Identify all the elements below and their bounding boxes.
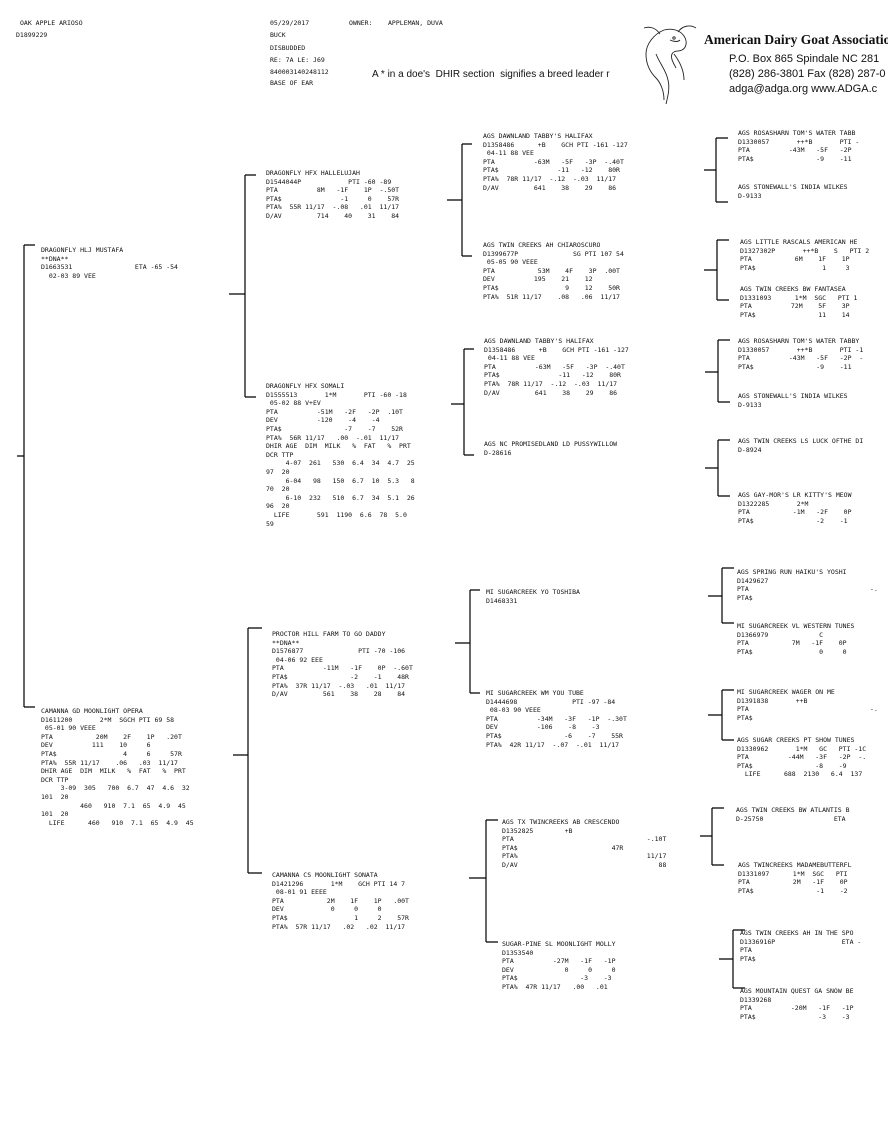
pedigree-entry-sdd: AGS NC PROMISEDLAND LD PUSSYWILLOW D-286… (484, 440, 618, 457)
pedigree-entry-dss: MI SUGARCREEK YO TOSHIBA D1468331 (486, 588, 580, 605)
pedigree-entry-g4: AGS TWINCREEKS MADAMEBUTTERFL D1331097 1… (738, 861, 852, 895)
pedigree-entry-sire-dam: DRAGONFLY HFX SOMALI D1555513 1*M PTI -6… (266, 382, 415, 528)
pedigree-entry-g4: MI SUGARCREEK VL WESTERN TUNES D1366979 … (737, 622, 855, 656)
pedigree-entry-g4: AGS ROSASHARN TOM'S WATER TABBY D1330057… (738, 337, 864, 371)
owner-name: APPLEMAN, DUVA (388, 19, 443, 27)
owner-label: OWNER: (349, 19, 373, 27)
pedigree-entry-dam-dam: CAMANNA CS MOONLIGHT SONATA D1421296 1*M… (272, 871, 409, 931)
pedigree-entry-ddd: SUGAR-PINE SL MOONLIGHT MOLLY D1353540 P… (502, 940, 616, 991)
pedigree-entry-g4: AGS ROSASHARN TOM'S WATER TABB D1330057 … (738, 129, 860, 163)
pedigree-entry-sire: DRAGONFLY HLJ MUSTAFA **DNA** D1663531 E… (41, 246, 178, 280)
pedigree-entry-ssd: AGS TWIN CREEKS AH CHIAROSCURO D1399677P… (483, 241, 624, 301)
pedigree-entry-sire-sire: DRAGONFLY HFX HALLELUJAH D1544044P PTI -… (266, 169, 400, 220)
pedigree-entry-g4: AGS TWIN CREEKS LS LUCK OFTHE DI D-8924 (738, 437, 864, 454)
tattoo-label: RE: 7A LE: J69 (270, 56, 325, 64)
goat-heads-logo-icon (643, 25, 697, 105)
disbudded-label: DISBUDDED (270, 44, 306, 52)
association-address: P.O. Box 865 Spindale NC 281 (729, 53, 880, 65)
association-phone: (828) 286-3801 Fax (828) 287-0 (729, 68, 886, 80)
sex-label: BUCK (270, 31, 286, 39)
association-name: American Dairy Goat Association (704, 32, 888, 47)
pedigree-entry-g4: AGS STONEWALL'S INDIA WILKES D-9133 (738, 183, 848, 200)
animal-name: OAK APPLE ARIOSO (20, 19, 83, 27)
pedigree-entry-g4: MI SUGARCREEK WAGER ON ME D1391838 ++B P… (737, 688, 878, 722)
microchip-number: 840003140248112 (270, 68, 329, 76)
pedigree-entry-dds: AGS TX TWINCREEKS AB CRESCENDO D1352825 … (502, 818, 667, 869)
pedigree-entry-g4: AGS LITTLE RASCALS AMERICAN HE D1327302P… (740, 238, 870, 272)
pedigree-entry-dam-sire: PROCTOR HILL FARM TO GO DADDY **DNA** D1… (272, 630, 413, 699)
pedigree-entry-g4: AGS TWIN CREEKS BW FANTASEA D1331093 1*M… (740, 285, 858, 319)
pedigree-entry-g4: AGS SUGAR CREEKS PT SHOW TUNES D1330962 … (737, 736, 867, 779)
chip-location: BASE OF EAR (270, 79, 314, 87)
association-block: American Dairy Goat Association P.O. Box… (634, 24, 888, 108)
pedigree-entry-sds: AGS DAWNLAND TABBY'S HALIFAX D1358486 +B… (484, 337, 629, 397)
pedigree-entry-g4: AGS STONEWALL'S INDIA WILKES D-9133 (738, 392, 848, 409)
pedigree-entry-dam: CAMANNA GD MOONLIGHT OPERA D1611200 2*M … (41, 707, 194, 827)
association-contact: adga@adga.org www.ADGA.c (729, 83, 878, 95)
pedigree-entry-g4: AGS TWIN CREEKS AH IN THE SPO D1336916P … (740, 929, 862, 963)
pedigree-entry-dsd: MI SUGARCREEK WM YOU TUBE D1444698 PTI -… (486, 689, 627, 749)
pedigree-entry-g4: AGS TWIN CREEKS BW ATLANTIS B D-25750 ET… (736, 806, 850, 823)
pedigree-entry-sss: AGS DAWNLAND TABBY'S HALIFAX D1358486 +B… (483, 132, 628, 192)
pedigree-entry-g4: AGS SPRING RUN HAIKU'S YOSHI D1429627 PT… (737, 568, 878, 602)
animal-id: D1899229 (16, 31, 48, 39)
report-date: 05/29/2017 (270, 19, 310, 27)
breed-leader-notice: A * in a doe's DHIR section signifies a … (372, 69, 610, 80)
pedigree-entry-g4: AGS MOUNTAIN QUEST GA SNOW BE D1339268 P… (740, 987, 854, 1021)
pedigree-entry-g4: AGS GAY-MOR'S LR KITTY'S MEOW D1322285 2… (738, 491, 852, 525)
